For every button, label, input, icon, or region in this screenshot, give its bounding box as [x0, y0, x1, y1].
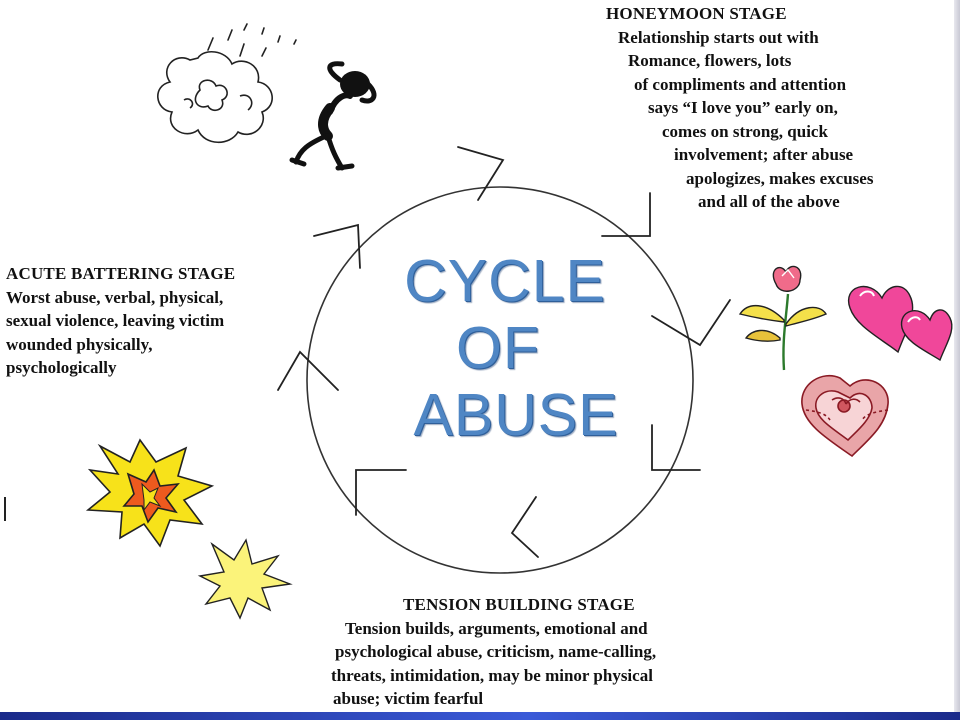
tension-line-1: Tension builds, arguments, emotional and	[345, 618, 648, 638]
arrow-top	[457, 146, 505, 201]
side-tick-mark	[4, 497, 6, 521]
storm-cloud-icon	[157, 51, 273, 144]
center-title: CYCLE OF ABUSE	[360, 248, 650, 449]
honeymoon-line-2: Romance, flowers, lots	[628, 51, 792, 70]
acute-line-4: psychologically	[6, 358, 117, 377]
acute-line-3: wounded physically,	[6, 334, 153, 354]
cycle-arrows	[277, 146, 731, 558]
honeymoon-line-8: and all of the above	[698, 192, 840, 211]
honeymoon-line-6: involvement; after abuse	[674, 145, 854, 164]
explosion-icon	[85, 438, 215, 548]
tension-line-2: psychological abuse, criticism, name-cal…	[335, 642, 657, 661]
tension-line-4: abuse; victim fearful	[333, 689, 484, 708]
honeymoon-line-7: apologizes, makes excuses	[686, 168, 874, 188]
slide-bottom-bar	[0, 712, 960, 720]
heart-candy-box-icon	[801, 374, 889, 458]
acute-line-1: Worst abuse, verbal, physical,	[6, 287, 224, 307]
tension-stage-title: TENSION BUILDING STAGE	[403, 595, 635, 614]
center-title-line-1: CYCLE	[404, 248, 606, 314]
center-title-line-2: OF	[456, 315, 540, 381]
honeymoon-stage: HONEYMOON STAGE Relationship starts out …	[606, 2, 873, 214]
cycle-circle	[306, 186, 694, 574]
acute-battering-stage: ACUTE BATTERING STAGE Worst abuse, verba…	[6, 262, 235, 380]
honeymoon-line-4: says “I love you” early on,	[648, 98, 838, 117]
flower-icon	[738, 265, 828, 371]
arrow-upper-left	[313, 223, 361, 269]
honeymoon-stage-title: HONEYMOON STAGE	[606, 4, 787, 23]
arrow-lower-left	[355, 469, 407, 516]
acute-line-2: sexual violence, leaving victim	[6, 311, 225, 330]
tension-building-stage: TENSION BUILDING STAGE Tension builds, a…	[331, 593, 656, 711]
arrow-left	[277, 350, 339, 391]
rain-dashes	[207, 23, 297, 57]
hearts-icon	[847, 285, 953, 362]
arrow-bottom	[510, 496, 539, 558]
spark-icon	[197, 538, 293, 620]
honeymoon-line-5: comes on strong, quick	[662, 121, 828, 141]
center-title-line-3: ABUSE	[413, 382, 619, 448]
slide-right-edge	[954, 0, 960, 720]
honeymoon-line-3: of compliments and attention	[634, 74, 847, 94]
arrow-lower-right	[651, 424, 701, 471]
stick-figure-icon	[289, 61, 377, 171]
honeymoon-line-1: Relationship starts out with	[618, 27, 819, 47]
acute-stage-title: ACUTE BATTERING STAGE	[6, 264, 236, 283]
arrow-upper-right	[601, 192, 651, 237]
tension-line-3: threats, intimidation, may be minor phys…	[331, 665, 653, 685]
arrow-right	[651, 299, 731, 347]
